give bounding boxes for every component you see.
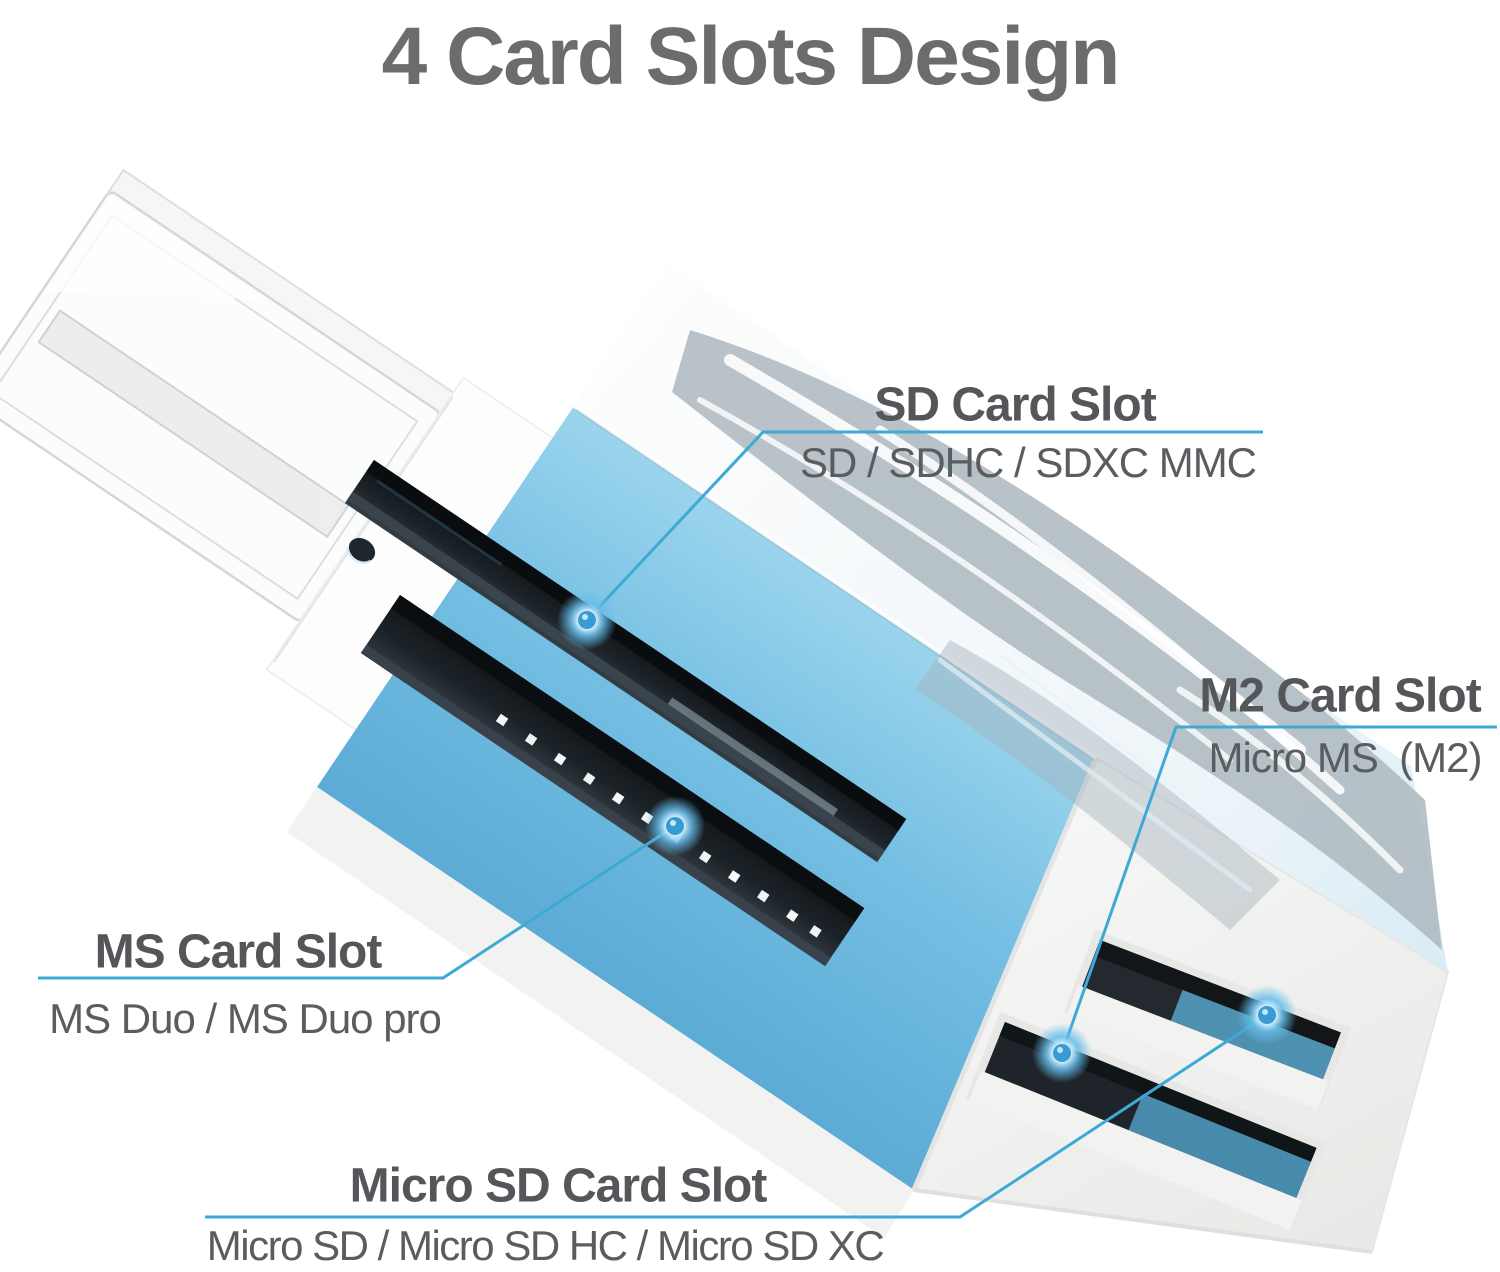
cap-bottom-edge bbox=[913, 1188, 1373, 1254]
usb-gloss bbox=[46, 195, 266, 300]
sd-slot-sublabel: SD / SDHC / SDXC MMC bbox=[799, 439, 1257, 486]
sd-slot-label: SD Card Slot bbox=[874, 378, 1156, 432]
ms-callout-line bbox=[38, 824, 676, 980]
usb-tongue bbox=[37, 309, 350, 539]
m2-slot-label: M2 Card Slot bbox=[1199, 669, 1481, 723]
top-edge-highlight bbox=[572, 404, 1098, 760]
micro-sd-slot-sublabel: Micro SD / Micro SD HC / Micro SD XC bbox=[206, 1222, 885, 1269]
m2-indicator-dot bbox=[1032, 1023, 1092, 1083]
ms-indicator-dot bbox=[645, 796, 705, 856]
m2-callout-line bbox=[1060, 725, 1497, 1054]
sd-callout-line bbox=[585, 430, 1263, 622]
m2-slot-sublabel: Micro MS (M2) bbox=[1208, 734, 1483, 781]
sd-indicator-dot bbox=[557, 590, 617, 650]
micro-sd-callout-line bbox=[205, 1013, 1268, 1219]
callout-lines bbox=[38, 430, 1497, 1219]
led-hole bbox=[346, 537, 376, 564]
cap-bevel-line bbox=[911, 757, 1099, 1191]
ms-slot bbox=[360, 595, 865, 967]
ms-slot-label: MS Card Slot bbox=[94, 925, 383, 979]
neck-seam bbox=[273, 396, 454, 663]
micro-sd-slot-label: Micro SD Card Slot bbox=[349, 1159, 768, 1213]
sd-slot bbox=[344, 459, 907, 863]
ms-slot-sublabel: MS Duo / MS Duo pro bbox=[49, 995, 442, 1042]
shine-swoosh bbox=[672, 330, 1442, 950]
body-bottom-sliver bbox=[287, 787, 914, 1238]
page-title: 4 Card Slots Design bbox=[381, 11, 1121, 102]
micro-sd-indicator-dot bbox=[1237, 985, 1297, 1045]
indicator-dots bbox=[557, 590, 1297, 1083]
top-edge-shadow bbox=[575, 409, 1095, 761]
